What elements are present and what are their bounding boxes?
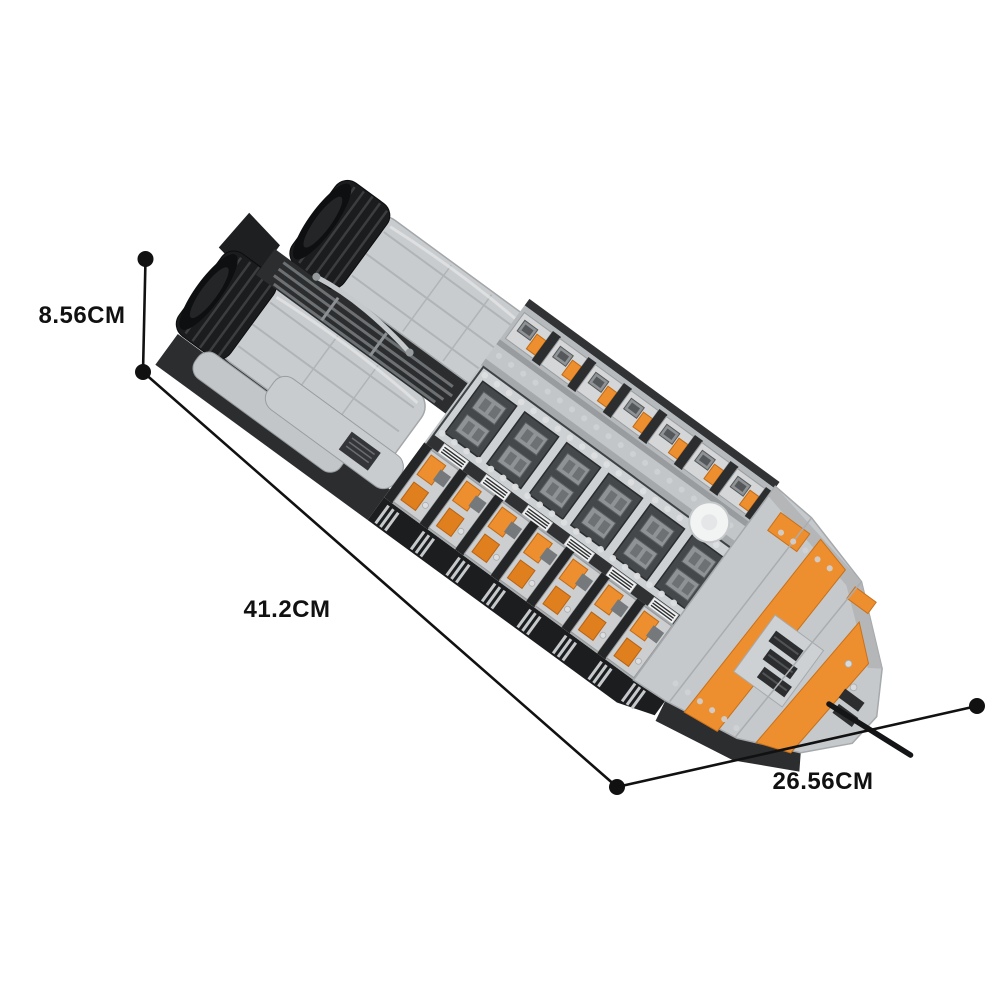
far-edge-lip (524, 298, 780, 489)
rear-lower-hull (155, 334, 404, 521)
gray-hose (313, 274, 413, 356)
nose-orange-stripe-b (755, 620, 870, 754)
width-dimension (615, 698, 985, 789)
cargo-spine (425, 352, 738, 628)
nose-section (632, 485, 883, 754)
engine-greebles (255, 248, 469, 417)
width-dimension-label: 26.56CM (772, 768, 874, 795)
spaceship-model (155, 171, 914, 772)
stud-row (777, 529, 844, 580)
height-dimension-line (141, 257, 147, 374)
nose-orange-patch (846, 586, 877, 615)
stud-row (481, 371, 724, 551)
side-vent (338, 431, 381, 471)
container-rows (383, 442, 675, 681)
width-dimension-dot (969, 698, 985, 714)
stud-row (438, 430, 682, 610)
hull-side-wall (367, 497, 669, 716)
stud-row (495, 352, 738, 532)
width-dimension-line (615, 704, 979, 789)
stud-row (672, 680, 744, 734)
length-dimension-line (141, 370, 619, 789)
nose-orange-patch (767, 511, 811, 553)
height-dimension-dot-top (137, 251, 154, 267)
far-edge-modules (499, 305, 775, 523)
length-dimension-label: 41.2CM (243, 596, 331, 623)
sensor-dish (688, 501, 731, 544)
height-dimension-label: 8.56CM (38, 302, 126, 329)
